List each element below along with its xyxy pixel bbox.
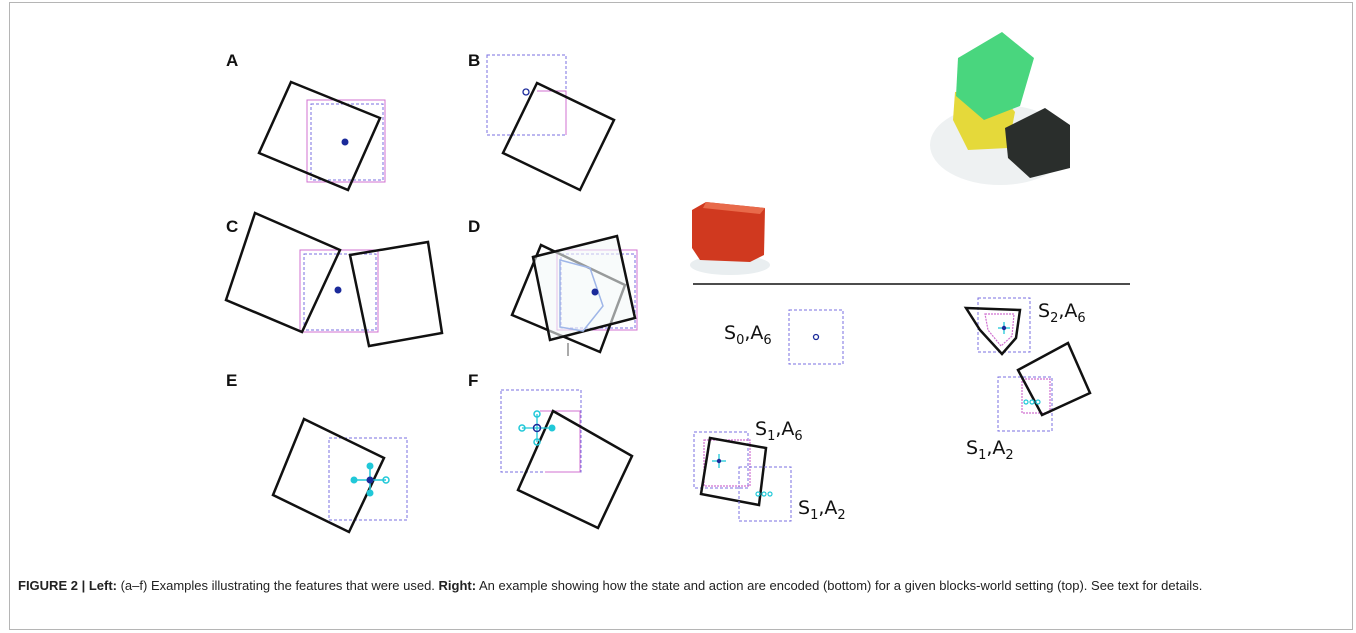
blocks-world-photo xyxy=(680,22,1098,275)
panel-d xyxy=(510,234,638,356)
panel-e xyxy=(271,417,408,534)
center-dot xyxy=(716,458,722,464)
panel-c xyxy=(224,211,444,351)
center-dot xyxy=(591,288,599,296)
block-outline xyxy=(516,409,634,530)
dashed-bounding-box xyxy=(500,389,582,473)
feature-dot-top xyxy=(366,462,374,470)
dashed-bounding-box xyxy=(788,309,844,365)
block-left-shadow xyxy=(225,254,346,351)
magenta-bounding-box xyxy=(703,439,751,487)
dashed-bounding-box xyxy=(738,466,792,522)
feature-dot-right xyxy=(548,424,556,432)
caption-right-label: Right: xyxy=(438,578,477,593)
feature-ring-top xyxy=(533,410,541,418)
encoding-label: S0,A6 xyxy=(724,322,772,348)
figure-graphic: A B C D E xyxy=(224,22,1130,534)
panel-letter-e: E xyxy=(226,371,237,390)
panel-a xyxy=(257,80,386,192)
panel-letter-d: D xyxy=(468,217,480,236)
center-dot xyxy=(334,286,342,294)
dashed-bounding-box xyxy=(997,376,1053,432)
feature-dot-bottom xyxy=(366,489,374,497)
encoding-s2-a6: S2,A6 xyxy=(963,297,1086,356)
encoding-s1-a2-bottom: S1,A2 xyxy=(738,466,846,523)
encoding-label: S1,A2 xyxy=(966,437,1014,463)
magenta-bounding-box xyxy=(306,99,386,183)
magenta-intersection xyxy=(984,313,1015,347)
black-block xyxy=(1005,108,1070,178)
magenta-overlap-outline xyxy=(540,410,581,473)
dashed-bounding-box xyxy=(303,253,377,331)
feature-dot-left xyxy=(350,476,358,484)
encoding-label: S1,A6 xyxy=(755,418,803,444)
red-block-top xyxy=(703,202,765,214)
panel-b xyxy=(486,54,616,192)
center-dot xyxy=(366,476,374,484)
caption-text-right: An example showing how the state and act… xyxy=(476,578,1203,593)
magenta-intersection xyxy=(1021,378,1051,414)
block-outline xyxy=(699,436,768,507)
block-outline xyxy=(271,417,386,534)
block-outline xyxy=(1016,341,1092,417)
panel-letter-c: C xyxy=(226,217,238,236)
panel-letter-f: F xyxy=(468,371,478,390)
center-ring xyxy=(522,88,530,96)
feature-ring-bottom xyxy=(533,438,541,446)
encoding-label: S1,A2 xyxy=(798,497,846,523)
intersection-polygon xyxy=(559,259,604,332)
panel-letter-b: B xyxy=(468,51,480,70)
feature-ring-left xyxy=(518,424,526,432)
center-ring xyxy=(532,423,542,433)
encoding-s0-a6: S0,A6 xyxy=(724,309,844,365)
block-left-outline xyxy=(224,211,342,334)
feature-cross xyxy=(518,410,556,446)
block-right-outline xyxy=(348,240,444,348)
encoding-label: S2,A6 xyxy=(1038,300,1086,326)
figure-caption: FIGURE 2 | Left: (a–f) Examples illustra… xyxy=(18,576,1338,596)
center-ring xyxy=(812,333,820,341)
caption-text-left: (a–f) Examples illustrating the features… xyxy=(116,578,439,593)
block-outline xyxy=(501,81,616,192)
block-front-outline xyxy=(531,234,637,342)
feature-cross xyxy=(350,462,390,497)
caption-label: FIGURE 2 | Left: xyxy=(18,578,117,593)
dashed-bounding-box xyxy=(693,431,749,489)
encoding-s1-a6: S1,A6 xyxy=(693,418,803,507)
panel-letter-a: A xyxy=(226,51,238,70)
panel-f xyxy=(500,389,634,530)
green-block xyxy=(956,32,1034,120)
block-outline xyxy=(963,306,1022,356)
feature-ring-right xyxy=(382,476,390,484)
center-dot xyxy=(341,138,349,146)
center-dot xyxy=(1001,325,1007,331)
red-block xyxy=(692,202,765,262)
magenta-overlap-outline xyxy=(537,90,567,135)
encoding-s1-a2-right: S1,A2 xyxy=(966,341,1092,463)
block-outline xyxy=(257,80,382,192)
dashed-bounding-box xyxy=(486,54,567,136)
